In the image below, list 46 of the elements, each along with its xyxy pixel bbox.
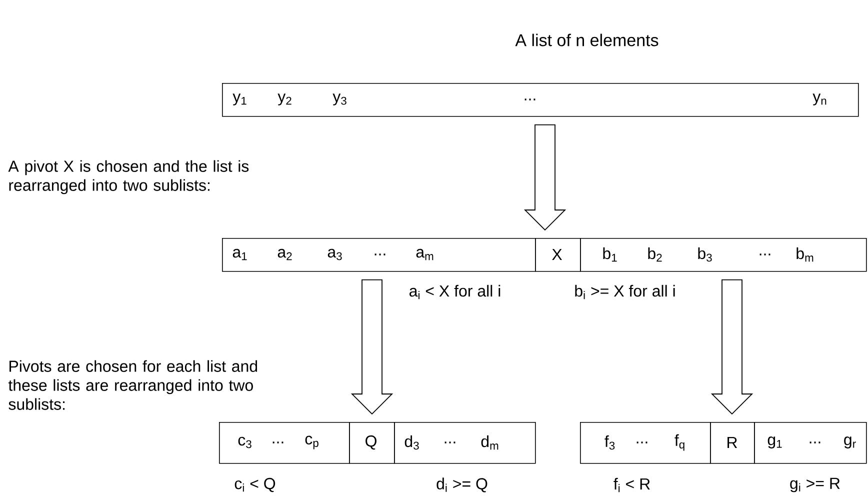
list-element: c$_{p}$ [305, 436, 318, 450]
list-element: b$_{1}$ [603, 247, 617, 262]
list-segment [219, 422, 350, 464]
list-box [222, 83, 859, 117]
list-element: a$_{m}$ [416, 248, 434, 260]
title: A list of n elements [515, 34, 658, 46]
list-segment [222, 238, 536, 272]
list-element: ... [810, 442, 820, 444]
list-element: d$_{3}$ [404, 435, 419, 450]
list-element: g$_{1}$ [768, 436, 782, 448]
pivot-cell: X [535, 238, 581, 272]
list-element: f$_{3}$ [604, 435, 615, 450]
list-element: ... [636, 442, 648, 444]
condition-label: g$_{i}$ >= R [790, 478, 840, 492]
condition-label: c$_{i}$ < Q [234, 478, 276, 492]
condition-label: b$_{i}$ >= X for all i [575, 284, 675, 300]
pivot-cell: R [710, 422, 755, 464]
list-element: c$_{3}$ [238, 436, 252, 448]
list-element: y$_{2}$ [278, 94, 292, 106]
list-element: ... [272, 442, 284, 444]
list-segment [754, 422, 867, 464]
list-element: ... [760, 254, 770, 256]
list-segment [580, 422, 711, 464]
list-element: ... [374, 254, 386, 256]
list-element: y$_{n}$ [812, 94, 826, 106]
list-element: ... [444, 442, 456, 444]
pivot-cell: Q [349, 422, 395, 464]
note-text: Pivots are chosen for each list and these lists are rearranged into two sublists: [8, 360, 258, 410]
list-element: a$_{1}$ [232, 248, 247, 260]
list-element: b$_{3}$ [698, 247, 712, 262]
list-element: g$_{r}$ [844, 436, 856, 448]
list-segment [580, 238, 867, 272]
list-element: d$_{m}$ [481, 435, 498, 450]
condition-label: f$_{i}$ < R [614, 478, 650, 492]
list-element: a$_{2}$ [278, 248, 292, 260]
list-element: a$_{3}$ [328, 248, 342, 260]
list-element: f$_{q}$ [674, 434, 684, 451]
list-element: ... [524, 98, 536, 100]
condition-label: d$_{i}$ >= Q [436, 478, 488, 492]
list-element: y$_{3}$ [332, 94, 346, 106]
condition-label: a$_{i}$ < X for all i [410, 284, 500, 300]
list-element: y$_{1}$ [232, 94, 246, 106]
list-element: b$_{m}$ [796, 247, 814, 262]
note-text: A pivot X is chosen and the list is rearranged into two sublists: [8, 160, 249, 194]
list-element: b$_{2}$ [648, 247, 662, 262]
list-segment [394, 422, 536, 464]
